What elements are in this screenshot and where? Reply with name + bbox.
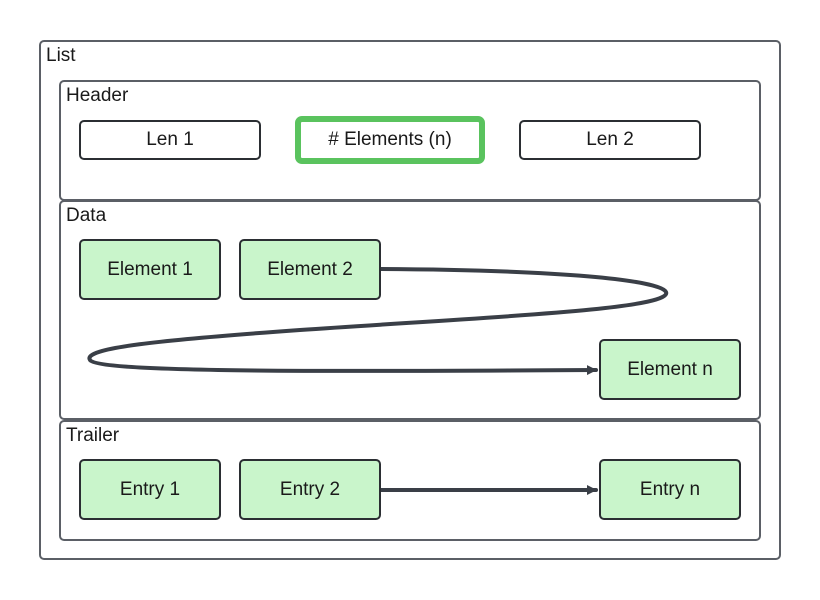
element2-box: Element 2 [239, 239, 381, 300]
elements-count-text: # Elements (n) [328, 129, 452, 150]
element-n-text: Element n [627, 358, 713, 380]
element1-text: Element 1 [107, 258, 193, 280]
data-flow-connector [87, 267, 669, 376]
len2-box: Len 2 [519, 120, 701, 160]
elements-count-box: # Elements (n) [295, 116, 485, 164]
data-label: Data [66, 205, 107, 226]
element2-text: Element 2 [267, 258, 353, 280]
header-label: Header [66, 85, 129, 106]
entry2-box: Entry 2 [239, 459, 381, 520]
len1-box: Len 1 [79, 120, 261, 160]
list-label: List [46, 45, 76, 66]
element1-box: Element 1 [79, 239, 221, 300]
element-n-box: Element n [599, 339, 741, 400]
entry1-text: Entry 1 [119, 478, 181, 500]
entry-n-text: Entry n [639, 478, 701, 500]
len2-text: Len 2 [586, 129, 634, 150]
len1-text: Len 1 [146, 129, 194, 150]
entry1-box: Entry 1 [79, 459, 221, 520]
entry-n-box: Entry n [599, 459, 741, 520]
entry2-text: Entry 2 [279, 478, 341, 500]
trailer-label: Trailer [66, 425, 120, 446]
